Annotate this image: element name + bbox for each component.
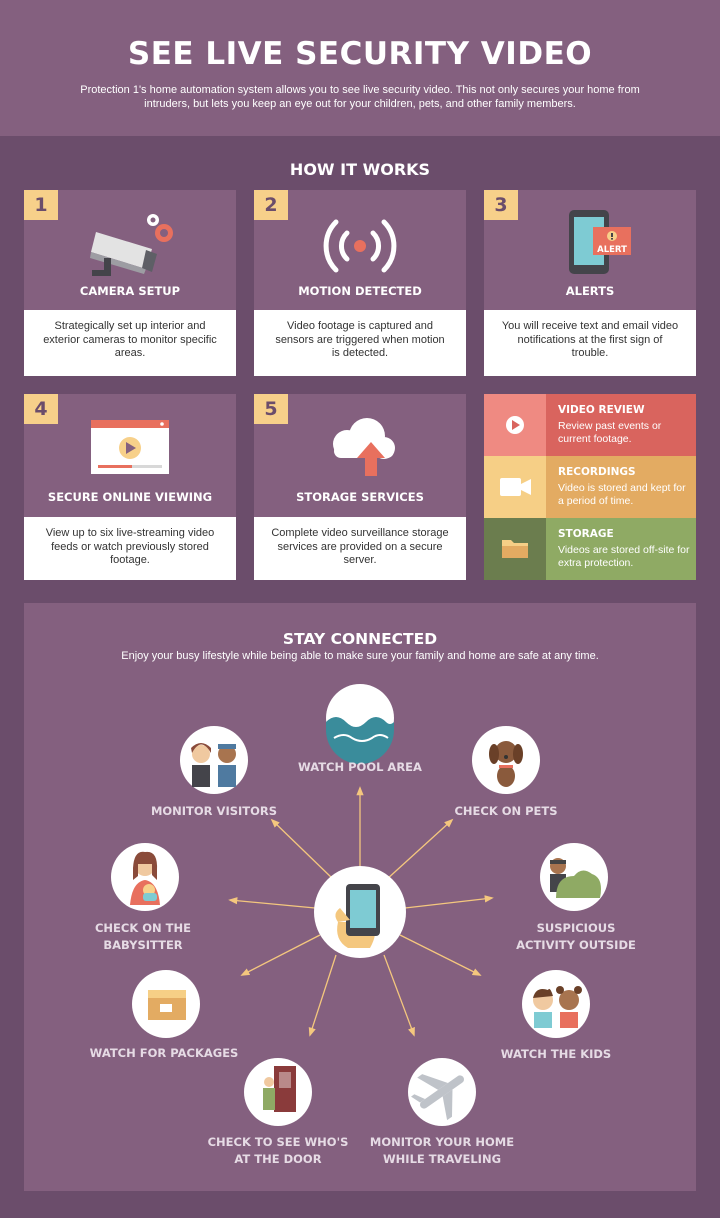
arrow-kids [399,934,482,976]
service-description: Review past events or current footage. [558,420,662,445]
dog-icon [472,726,540,794]
airplane-icon [408,1058,476,1126]
label-watch-the-kids: WATCH THE KIDS [500,1047,612,1061]
step-alerts: 3 ALERT ALERTS You will receive text and… [484,190,696,376]
arrow-packages [240,934,321,976]
header-banner: SEE LIVE SECURITY VIDEO Protection 1's h… [0,0,720,136]
pool-icon [326,684,394,764]
label-watch-pool-area: WATCH POOL AREA [298,760,422,774]
step-description: View up to six live-streaming video feed… [24,517,236,580]
step-label: CAMERA SETUP [79,284,181,298]
intruder-icon [540,843,608,911]
label-watch-for-packages: WATCH FOR PACKAGES [89,1046,239,1060]
step-number: 5 [254,394,288,424]
phone-alert-icon: ALERT [569,210,631,274]
service-description: Video is stored and kept for a period of… [558,482,686,507]
video-camera-icon [484,456,546,518]
step-number: 4 [24,394,58,424]
step-number: 1 [24,190,58,220]
arrow-pets [385,818,454,881]
step-description: Strategically set up interior and exteri… [24,310,236,376]
step-number: 3 [484,190,518,220]
security-camera-icon [90,214,173,276]
step-label: MOTION DETECTED [298,284,422,298]
step-motion-detected: 2 MOTION DETECTED Video footage is captu… [254,190,466,376]
hand-phone-icon [314,866,406,958]
service-recordings: RECORDINGS Video is stored and kept for … [484,456,696,518]
connection-arrows [228,786,494,1037]
arrow-suspicious [404,895,494,909]
alert-badge-text: ALERT [597,245,627,255]
babysitter-icon [111,843,179,911]
package-icon [132,970,200,1038]
service-title: RECORDINGS [558,466,636,478]
video-player-icon [91,420,169,474]
step-description: You will receive text and email video no… [484,310,696,376]
page-title: SEE LIVE SECURITY VIDEO [127,36,593,72]
service-title: VIDEO REVIEW [558,404,645,416]
motion-signal-icon [323,219,397,273]
door-icon [244,1058,312,1126]
step-secure-online-viewing: 4 SECURE ONLINE VIEWING View up to six l… [24,394,236,580]
step-camera-setup: 1 CAMERA SETUP Strategically set up inte… [24,190,236,376]
arrow-visitors [270,818,335,881]
how-it-works-title: HOW IT WORKS [289,160,431,179]
service-description: Videos are stored off-site for extra pro… [558,544,690,569]
step-number: 2 [254,190,288,220]
service-title: STORAGE [558,528,614,540]
folder-icon [484,518,546,580]
arrow-travel [383,954,415,1037]
arrow-door [308,954,337,1037]
visitors-icon [180,726,248,794]
service-storage: STORAGE Videos are stored off-site for e… [484,518,696,580]
step-label: SECURE ONLINE VIEWING [47,490,213,504]
label-check-on-pets: CHECK ON PETS [454,804,558,818]
service-video-review: VIDEO REVIEW Review past events or curre… [484,394,696,456]
step-description: Complete video surveillance storage serv… [254,517,466,580]
step-storage-services: 5 STORAGE SERVICES Complete video survei… [254,394,466,580]
kids-icon [522,970,590,1038]
intro-text: Protection 1's home automation system al… [80,84,640,110]
step-label: STORAGE SERVICES [296,490,424,504]
label-monitor-visitors: MONITOR VISITORS [150,804,278,818]
arrow-babysitter [228,897,316,909]
play-icon [484,394,546,456]
step-description: Video footage is captured and sensors ar… [254,310,466,376]
step-label: ALERTS [565,284,615,298]
stay-connected-title: STAY CONNECTED [282,630,438,648]
cloud-upload-icon [333,418,395,476]
stay-connected-subtitle: Enjoy your busy lifestyle while being ab… [121,650,599,662]
